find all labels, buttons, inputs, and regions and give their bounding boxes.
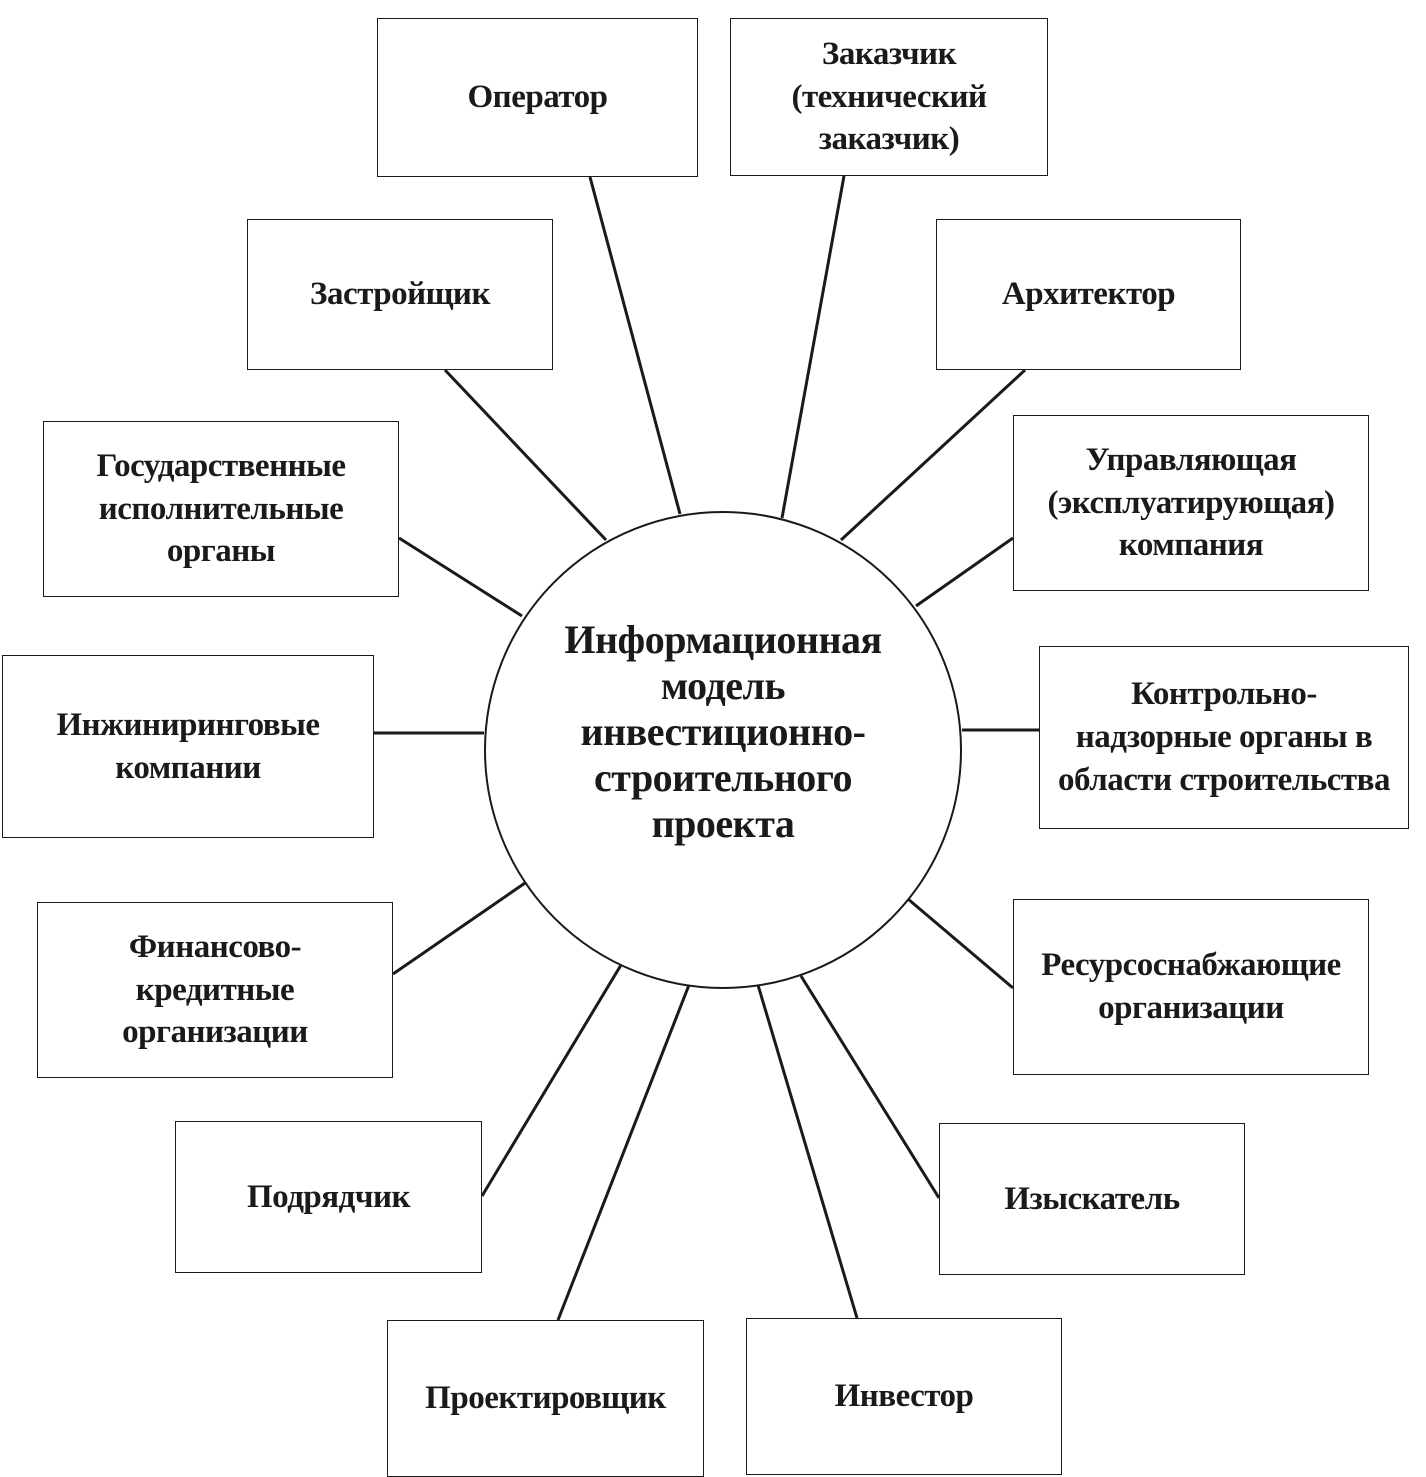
node-engineering-companies: Инжиниринговые компании xyxy=(2,655,374,838)
node-resource-supply-organizations-label: Ресурсоснабжающие организации xyxy=(1041,947,1341,1026)
edge-operator xyxy=(588,176,682,515)
node-surveyor-label: Изыскатель xyxy=(1004,1180,1180,1217)
node-architect: Архитектор xyxy=(936,219,1241,370)
edge-gov xyxy=(398,536,523,618)
node-designer: Проектировщик xyxy=(387,1320,704,1477)
central-model-label: Информационная модель инвестиционно- стр… xyxy=(564,617,882,846)
node-supervisory-bodies-label: Контрольно- надзорные органы в области с… xyxy=(1058,676,1390,798)
node-management-company: Управляющая (эксплуатирующая) компания xyxy=(1013,415,1369,591)
node-investor: Инвестор xyxy=(746,1318,1062,1475)
node-customer-label: Заказчик (технический заказчик) xyxy=(791,35,987,158)
node-surveyor: Изыскатель xyxy=(939,1123,1245,1275)
edge-contractor xyxy=(480,964,623,1197)
edge-developer xyxy=(443,368,608,542)
edge-surveyor xyxy=(799,975,941,1199)
node-financial-organizations-label: Финансово- кредитные организации xyxy=(122,928,308,1051)
central-model-circle: Информационная модель инвестиционно- стр… xyxy=(484,511,962,989)
node-engineering-companies-label: Инжиниринговые компании xyxy=(56,706,320,786)
edge-architect xyxy=(839,368,1027,542)
edge-resources xyxy=(907,897,1014,990)
node-resource-supply-organizations: Ресурсоснабжающие организации xyxy=(1013,899,1369,1075)
node-management-company-label: Управляющая (эксплуатирующая) компания xyxy=(1047,441,1335,564)
node-financial-organizations: Финансово- кредитные организации xyxy=(37,902,393,1078)
edge-designer xyxy=(556,984,691,1321)
node-developer: Застройщик xyxy=(247,219,553,370)
node-contractor: Подрядчик xyxy=(175,1121,482,1273)
node-government-bodies: Государственные исполнительные органы xyxy=(43,421,399,597)
edge-management xyxy=(915,536,1014,608)
node-operator-label: Оператор xyxy=(467,79,608,116)
edge-finance xyxy=(392,881,526,976)
node-architect-label: Архитектор xyxy=(1001,276,1176,313)
node-designer-label: Проектировщик xyxy=(425,1380,666,1417)
node-contractor-label: Подрядчик xyxy=(247,1178,410,1215)
node-government-bodies-label: Государственные исполнительные органы xyxy=(96,447,346,570)
node-developer-label: Застройщик xyxy=(310,276,490,313)
node-customer: Заказчик (технический заказчик) xyxy=(730,18,1048,176)
node-investor-label: Инвестор xyxy=(834,1378,974,1415)
edge-investor xyxy=(756,984,859,1319)
node-supervisory-bodies: Контрольно- надзорные органы в области с… xyxy=(1039,646,1409,829)
node-operator: Оператор xyxy=(377,18,698,177)
edge-customer xyxy=(780,175,846,519)
